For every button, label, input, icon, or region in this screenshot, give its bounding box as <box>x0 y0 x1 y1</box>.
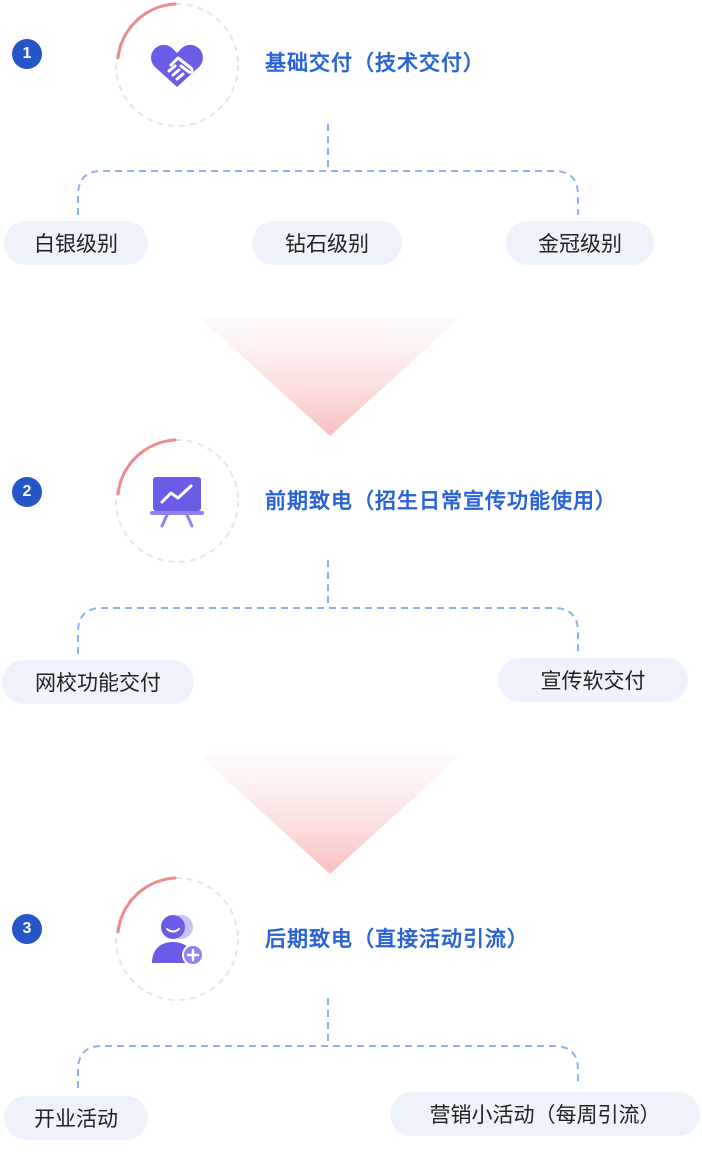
step-title: 后期致电（直接活动引流） <box>265 928 529 951</box>
down-arrow-icon <box>200 756 460 874</box>
down-arrow-icon <box>200 318 460 436</box>
step-1: 1 基础交付（技术交付） 白银级别 钻石级别 金冠级别 <box>0 0 702 300</box>
step-number-badge: 2 <box>12 477 42 507</box>
step-icon-circle <box>112 0 242 130</box>
step-2: 2 前期致电（招生日常宣传功能使用） 网校功能交付 宣传软交付 <box>0 436 702 736</box>
option-pill[interactable]: 营销小活动（每周引流） <box>390 1092 700 1136</box>
option-pill[interactable]: 宣传软交付 <box>498 658 688 702</box>
step-icon-circle <box>112 436 242 566</box>
step-title: 基础交付（技术交付） <box>265 52 485 75</box>
step-icon-circle <box>112 874 242 1004</box>
branch-connector <box>77 560 579 654</box>
branch-connector <box>77 124 579 215</box>
option-pill[interactable]: 白银级别 <box>4 221 148 265</box>
handshake-icon <box>147 35 207 95</box>
step-3: 3 后期致电（直接活动引流） 开业活动 营销小活动（每周引流） <box>0 874 702 1174</box>
step-number-badge: 1 <box>12 39 42 69</box>
presentation-chart-icon <box>147 471 207 531</box>
step-number-badge: 3 <box>12 914 42 944</box>
option-pill[interactable]: 钻石级别 <box>252 221 402 265</box>
option-pill[interactable]: 网校功能交付 <box>2 660 194 704</box>
user-add-icon <box>147 909 207 969</box>
option-pill[interactable]: 金冠级别 <box>506 221 654 265</box>
option-pill[interactable]: 开业活动 <box>4 1096 148 1140</box>
branch-connector <box>77 998 579 1088</box>
step-title: 前期致电（招生日常宣传功能使用） <box>265 490 617 513</box>
